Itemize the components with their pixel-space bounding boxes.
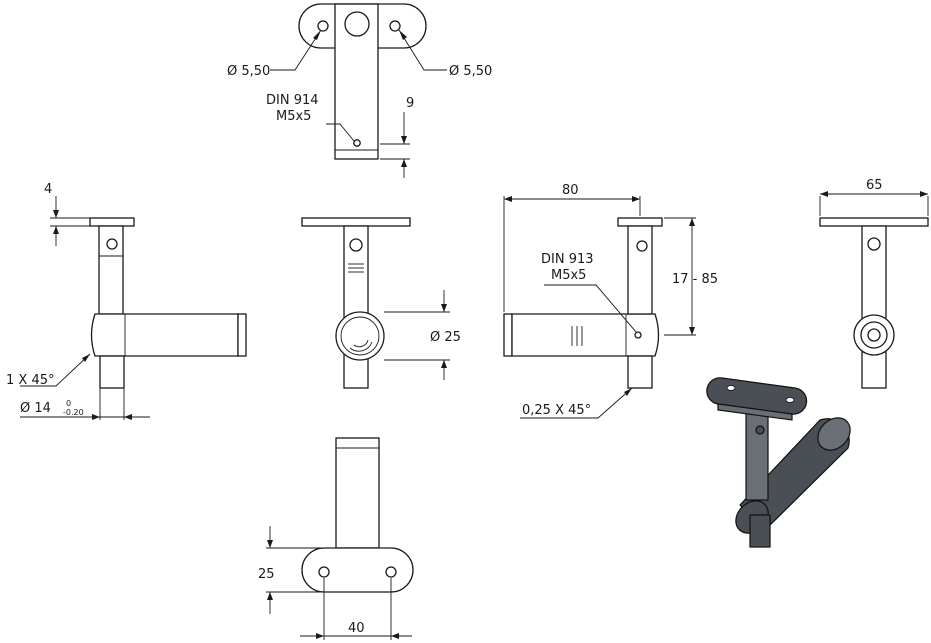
tol-lower-label: -0.20 <box>63 408 84 417</box>
dim-17-85-label: 17 - 85 <box>672 272 718 287</box>
dim-9-label: 9 <box>406 96 414 111</box>
dim-80-label: 80 <box>562 183 579 198</box>
tol-upper-label: 0 <box>66 399 71 408</box>
dim-40-label: 40 <box>348 621 365 636</box>
dim-65-label: 65 <box>866 178 883 193</box>
din913-label: DIN 913 <box>541 252 594 267</box>
end-view <box>819 191 929 389</box>
chamfer-1x45-label: 1 X 45° <box>6 373 54 388</box>
m5x5-top-label: M5x5 <box>276 109 311 124</box>
top-view <box>270 3 447 178</box>
chamfer-025x45-label: 0,25 X 45° <box>522 403 591 418</box>
m5x5-side-label: M5x5 <box>551 268 586 283</box>
dim-4-label: 4 <box>44 182 52 197</box>
isometric-render <box>706 377 851 548</box>
dim-25-label: 25 <box>258 567 275 582</box>
left-side-view <box>20 196 247 420</box>
front-view <box>301 217 450 389</box>
bottom-view <box>266 437 414 640</box>
dia-14-label: Ø 14 <box>20 401 51 416</box>
hole-dia-left-label: Ø 5,50 <box>227 64 270 79</box>
hole-dia-right-label: Ø 5,50 <box>449 64 492 79</box>
right-side-view <box>503 196 696 419</box>
din914-label: DIN 914 <box>266 93 319 108</box>
dia-25-label: Ø 25 <box>430 330 461 345</box>
